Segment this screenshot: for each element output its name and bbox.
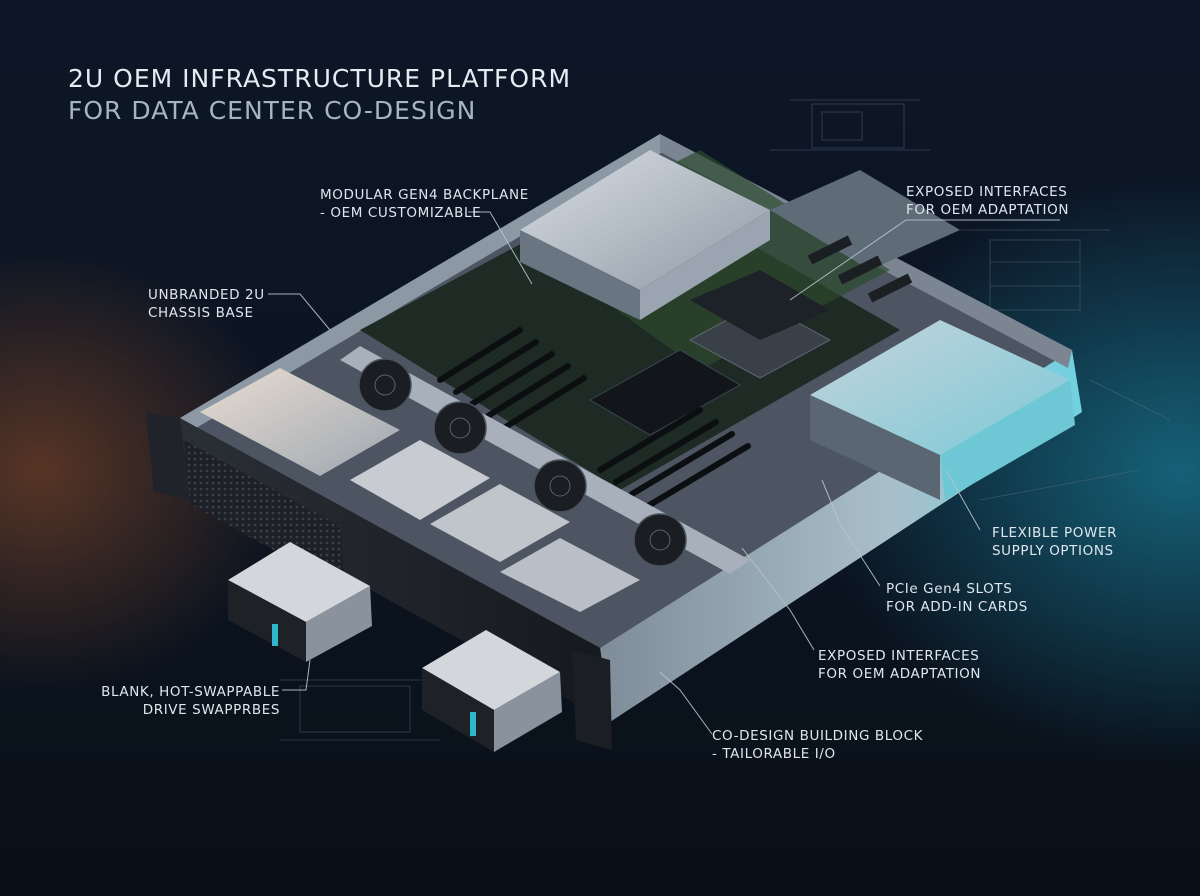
pcie-slots	[437, 327, 751, 509]
callout-pcie: PCIe Gen4 SLOTS FOR ADD-IN CARDS	[886, 581, 1028, 615]
leader-lines	[268, 211, 1060, 735]
page-subtitle: FOR DATA CENTER CO-DESIGN	[68, 96, 477, 125]
riser-cage	[690, 170, 960, 340]
callout-codesign: CO-DESIGN BUILDING BLOCK - TAILORABLE I/…	[712, 728, 924, 762]
page-title: 2U OEM INFRASTRUCTURE PLATFORM	[68, 64, 572, 93]
callout-drives: BLANK, HOT-SWAPPABLE DRIVE SWAPPRBES	[101, 684, 280, 718]
blueprint-sketches	[280, 99, 1171, 741]
callout-chassis: UNBRANDED 2U CHASSIS BASE	[148, 287, 265, 321]
callout-power: FLEXIBLE POWER SUPPLY OPTIONS	[992, 525, 1118, 559]
drive-bays-top	[200, 368, 640, 612]
fan-assembly	[340, 346, 750, 574]
callout-backplane: MODULAR GEN4 BACKPLANE - OEM CUSTOMIZABL…	[320, 187, 529, 221]
power-supply-side	[810, 320, 1075, 500]
hot-swap-drives	[228, 542, 562, 752]
callout-interfaces-mid: EXPOSED INTERFACES FOR OEM ADAPTATION	[818, 648, 982, 682]
callout-interfaces-top: EXPOSED INTERFACES FOR OEM ADAPTATION	[906, 184, 1070, 218]
power-supply-top	[520, 150, 770, 320]
